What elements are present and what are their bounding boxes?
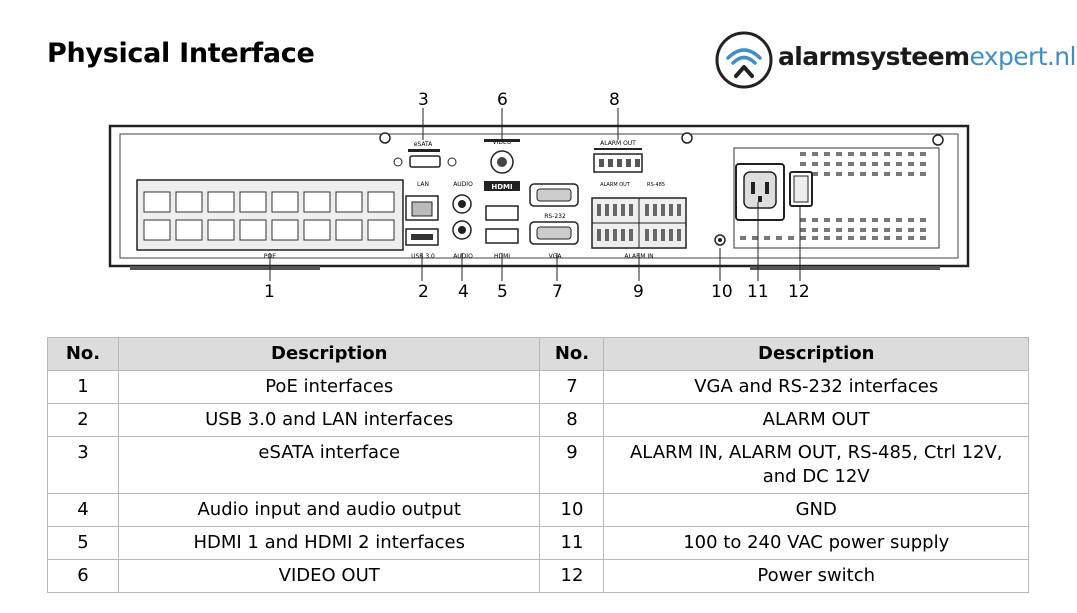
audio-label: AUDIO: [453, 181, 473, 188]
header-description: Description: [117, 337, 541, 371]
foot-left: [130, 266, 320, 270]
foot-right: [750, 266, 940, 270]
header-no: No.: [47, 337, 119, 371]
cell-description: 100 to 240 VAC power supply: [603, 526, 1029, 560]
hdmi-label: HDMI: [491, 183, 512, 191]
cell-no: 1: [47, 370, 119, 404]
callout-7: 7: [552, 282, 563, 302]
callout-6: 6: [497, 90, 508, 110]
cell-description: GND: [603, 493, 1029, 527]
callout-4: 4: [458, 282, 469, 302]
table-row: 1 PoE interfaces 7 VGA and RS-232 interf…: [47, 370, 1029, 404]
callout-5: 5: [497, 282, 508, 302]
cell-no: 6: [47, 559, 119, 593]
power-block: [733, 147, 940, 249]
logo-mark-icon: [715, 31, 773, 89]
alarm-out-small-label: ALARM OUT: [600, 182, 631, 188]
cell-no: 8: [539, 403, 605, 437]
cell-no: 5: [47, 526, 119, 560]
cell-no: 10: [539, 493, 605, 527]
cell-no: 4: [47, 493, 119, 527]
callout-11: 11: [747, 282, 769, 302]
cell-no: 2: [47, 403, 119, 437]
cell-no: 7: [539, 370, 605, 404]
logo-wordmark: alarmsysteemexpert.nl: [778, 42, 1076, 71]
esata-port: eSATA: [393, 141, 457, 168]
usb-label: USB 3.0: [411, 253, 435, 260]
cell-description: Audio input and audio output: [117, 493, 541, 527]
alarm-out-label: ALARM OUT: [600, 140, 636, 147]
chassis-inner: [119, 133, 959, 259]
cell-description: PoE interfaces: [117, 370, 541, 404]
lan-usb-ports: LAN USB 3.0: [405, 181, 439, 260]
vga-label: VGA: [549, 253, 563, 260]
gnd-terminal: [714, 234, 726, 246]
rs485-label: RS-485: [647, 182, 665, 188]
header-no: No.: [539, 337, 605, 371]
interface-table: No. Description No. Description 1 PoE in…: [47, 337, 1029, 593]
audio-ports: AUDIO AUDIO: [452, 181, 473, 260]
table-row: 3 eSATA interface 9 ALARM IN, ALARM OUT,…: [47, 436, 1029, 494]
lan-label: LAN: [417, 181, 429, 188]
esata-label: eSATA: [414, 141, 433, 148]
cell-no: 3: [47, 436, 119, 494]
video-out-port: VIDEO: [484, 139, 520, 174]
header-description: Description: [603, 337, 1029, 371]
cell-description: eSATA interface: [117, 436, 541, 494]
callout-10: 10: [711, 282, 733, 302]
cell-no: 9: [539, 436, 605, 494]
cell-no: 11: [539, 526, 605, 560]
vga-rs232-ports: RS-232 VGA: [529, 183, 579, 260]
callout-3: 3: [418, 90, 429, 110]
poe-ports: POE: [136, 179, 404, 260]
screw-icon: [932, 134, 944, 146]
cell-description: Power switch: [603, 559, 1029, 593]
alarm-out-port: ALARM OUT: [593, 140, 643, 173]
cell-description: ALARM IN, ALARM OUT, RS-485, Ctrl 12V, a…: [603, 436, 1029, 494]
callout-12: 12: [788, 282, 810, 302]
rear-panel-diagram: POE eSATA LAN USB 3.0 AUDIO AUDIO VIDEO …: [108, 108, 970, 281]
page-title: Physical Interface: [47, 38, 315, 69]
screw-icon: [681, 132, 693, 144]
table-header-row: No. Description No. Description: [47, 337, 1029, 371]
cell-description: HDMI 1 and HDMI 2 interfaces: [117, 526, 541, 560]
callout-leaders: [269, 108, 801, 281]
cell-description: VGA and RS-232 interfaces: [603, 370, 1029, 404]
callout-9: 9: [633, 282, 644, 302]
cell-description: VIDEO OUT: [117, 559, 541, 593]
table-row: 4 Audio input and audio output 10 GND: [47, 493, 1029, 527]
table-row: 5 HDMI 1 and HDMI 2 interfaces 11 100 to…: [47, 526, 1029, 560]
video-label: VIDEO: [492, 139, 511, 146]
cell-description: USB 3.0 and LAN interfaces: [117, 403, 541, 437]
callout-1: 1: [264, 282, 275, 302]
rs232-label: RS-232: [544, 213, 566, 220]
table-row: 2 USB 3.0 and LAN interfaces 8 ALARM OUT: [47, 403, 1029, 437]
brand-logo: alarmsysteemexpert.nl: [714, 30, 1076, 90]
table-row: 6 VIDEO OUT 12 Power switch: [47, 559, 1029, 593]
callout-2: 2: [418, 282, 429, 302]
audio-bottom-label: AUDIO: [453, 253, 473, 260]
callout-8: 8: [609, 90, 620, 110]
cell-no: 12: [539, 559, 605, 593]
screw-icon: [379, 132, 391, 144]
cell-description: ALARM OUT: [603, 403, 1029, 437]
